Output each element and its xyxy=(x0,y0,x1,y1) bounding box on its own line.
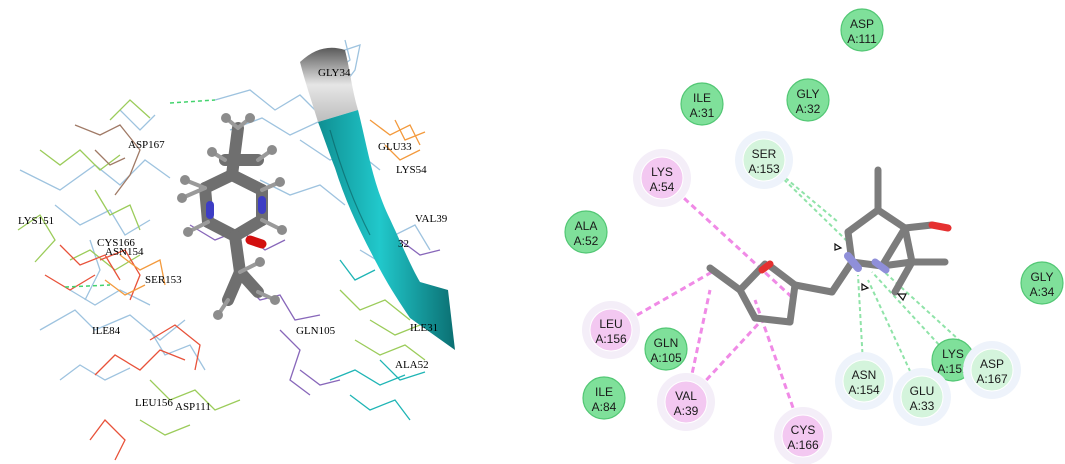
protein-ribbon xyxy=(300,47,455,350)
label-gln105: GLN105 xyxy=(296,325,336,337)
alkyl-interaction-line-13 xyxy=(684,289,712,403)
residue-name: GLU xyxy=(910,384,935,398)
residue-name: LYS xyxy=(651,165,673,179)
residue-circle xyxy=(640,156,684,200)
residue-number: A:166 xyxy=(787,438,819,452)
residue-name: LEU xyxy=(599,317,622,331)
residue-circle xyxy=(840,8,884,52)
residue-number: A:167 xyxy=(976,372,1008,386)
residue-circle xyxy=(589,308,633,352)
residue-circle xyxy=(900,375,944,419)
residue-circle xyxy=(644,327,688,371)
residue-name: LYS xyxy=(942,347,964,361)
label-glu33: GLU33 xyxy=(378,141,412,153)
residue-number: A:32 xyxy=(796,102,821,116)
residue-circle xyxy=(564,210,608,254)
label-gly34: GLY34 xyxy=(318,67,351,79)
label-asn154: ASN154 xyxy=(105,246,144,258)
label-asp167: ASP167 xyxy=(128,139,165,151)
label-32: 32 xyxy=(398,238,409,250)
residue-name: ASP xyxy=(980,357,1004,371)
residue-name: CYS xyxy=(791,423,816,437)
residue-number: A:31 xyxy=(690,106,715,120)
label-val39: VAL39 xyxy=(415,213,448,225)
residue-circle xyxy=(786,78,830,122)
residue-circle xyxy=(664,380,708,424)
residue-name: ILE xyxy=(693,91,711,105)
residue-number: A:156 xyxy=(595,332,627,346)
residue-number: A:111 xyxy=(847,32,877,46)
residue-name: ASN xyxy=(852,368,877,382)
residue-number: A:34 xyxy=(1030,285,1055,299)
residue-circle xyxy=(582,376,626,420)
residue-number: A:151 xyxy=(937,362,969,376)
label-ser153: SER153 xyxy=(145,274,182,286)
label-ile31: ILE31 xyxy=(410,322,438,334)
hbond-interaction-line-9 xyxy=(871,271,954,361)
residue-name: GLY xyxy=(1030,270,1053,284)
label-lys54: LYS54 xyxy=(396,164,427,176)
residue-number: A:33 xyxy=(910,399,935,413)
residue-circle xyxy=(680,82,724,126)
residue-name: GLY xyxy=(796,87,819,101)
residue-number: A:54 xyxy=(650,180,675,194)
ligand-3d xyxy=(177,113,287,320)
residue-number: A:153 xyxy=(748,162,780,176)
label-asp111: ASP111 xyxy=(175,401,211,413)
residue-name: SER xyxy=(752,147,777,161)
residue-number: A:52 xyxy=(574,234,599,248)
residue-circle xyxy=(1020,261,1064,305)
label-ala52: ALA52 xyxy=(395,359,429,371)
residue-name: ALA xyxy=(575,219,598,233)
residue-circle xyxy=(781,414,825,458)
residue-number: A:84 xyxy=(592,400,617,414)
residue-circle xyxy=(842,359,886,403)
hbond-interaction-line-3 xyxy=(763,159,849,243)
residue-labels: GLY34 ASP167 GLU33 LYS54 LYS151 VAL39 CY… xyxy=(18,67,448,413)
residue-name: ASP xyxy=(850,17,874,31)
residue-circle xyxy=(970,348,1014,392)
label-lys151: LYS151 xyxy=(18,215,54,227)
residue-nodes: ASPA:111ILEA:31GLYA:32SERA:153LYSA:54ALA… xyxy=(564,8,1064,464)
residue-name: ILE xyxy=(595,385,613,399)
residue-number: A:154 xyxy=(848,383,880,397)
right-2d-interaction-diagram: ASPA:111ILEA:31GLYA:32SERA:153LYSA:54ALA… xyxy=(564,8,1064,464)
alkyl-interaction-line-13 xyxy=(684,320,762,404)
label-leu156: LEU156 xyxy=(135,397,173,409)
residue-number: A:39 xyxy=(674,404,699,418)
residue-name: GLN xyxy=(654,336,679,350)
residue-number: A:105 xyxy=(650,351,682,365)
left-3d-binding-pose: GLY34 ASP167 GLU33 LYS54 LYS151 VAL39 CY… xyxy=(17,39,455,461)
residue-name: VAL xyxy=(675,389,697,403)
residue-circle xyxy=(742,138,786,182)
label-ile84: ILE84 xyxy=(92,325,121,337)
ligand-2d xyxy=(706,166,952,326)
alkyl-interaction-line-4 xyxy=(660,176,797,302)
label-cys166: CYS166 xyxy=(97,237,135,249)
